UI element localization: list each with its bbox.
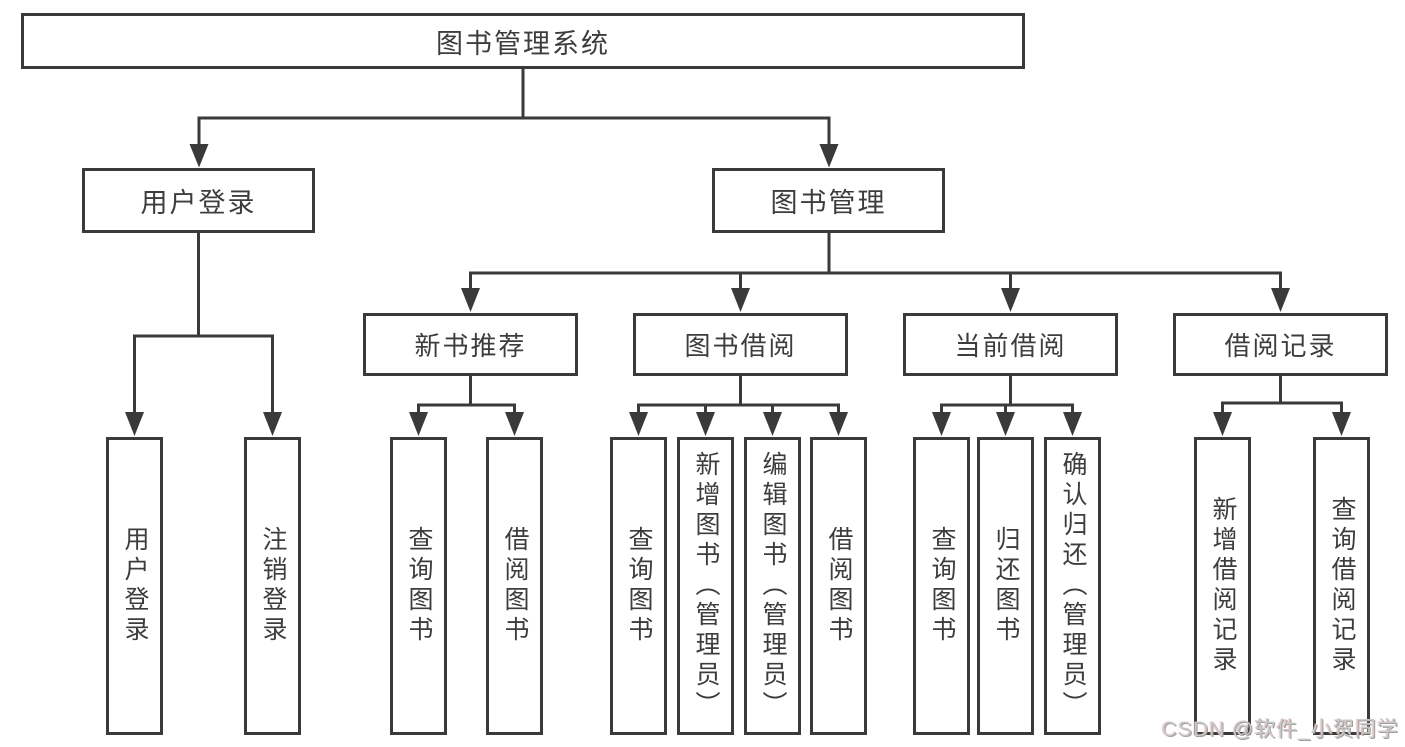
current-borrow-connector: [932, 375, 1082, 436]
node-leaf-borrow-book: 借阅图书: [810, 437, 867, 735]
arrow-down-icon: [1271, 288, 1290, 312]
node-leaf-logout: 注销登录: [244, 437, 301, 735]
node-borrow-record: 借阅记录: [1173, 313, 1388, 376]
arrow-down-icon: [409, 412, 428, 436]
arrow-down-icon: [505, 412, 524, 436]
arrow-down-icon: [125, 412, 144, 436]
node-new-book-recommend: 新书推荐: [363, 313, 578, 376]
arrow-down-icon: [829, 412, 848, 436]
node-leaf-search-book-borrow: 查询图书: [610, 437, 667, 735]
arrow-down-icon: [932, 412, 951, 436]
node-leaf-add-book-admin: 新增图书（管理员）: [677, 437, 734, 735]
node-leaf-search-book-recommend: 查询图书: [390, 437, 447, 735]
new-book-connector: [409, 375, 524, 436]
arrow-down-icon: [1063, 412, 1082, 436]
node-leaf-return-book: 归还图书: [977, 437, 1034, 735]
root-connector: [189, 68, 839, 168]
node-leaf-user-login: 用户登录: [106, 437, 163, 735]
node-book-management: 图书管理: [712, 168, 945, 233]
watermark: CSDN @软件_小贺同学: [1161, 718, 1399, 741]
book-management-connector: [461, 232, 1290, 312]
node-current-borrow: 当前借阅: [903, 313, 1118, 376]
borrow-record-connector: [1213, 375, 1351, 436]
user-login-connector: [125, 232, 282, 436]
arrow-down-icon: [731, 288, 750, 312]
arrow-down-icon: [263, 412, 282, 436]
arrow-down-icon: [629, 412, 648, 436]
arrow-down-icon: [1001, 288, 1020, 312]
arrow-down-icon: [696, 412, 715, 436]
arrow-down-icon: [819, 144, 839, 168]
arrow-down-icon: [996, 412, 1015, 436]
node-leaf-search-borrow-record: 查询借阅记录: [1313, 437, 1370, 735]
node-root: 图书管理系统: [21, 13, 1025, 69]
arrow-down-icon: [763, 412, 782, 436]
node-user-login: 用户登录: [82, 168, 315, 233]
node-leaf-confirm-return-admin: 确认归还（管理员）: [1044, 437, 1101, 735]
node-leaf-add-borrow-record: 新增借阅记录: [1194, 437, 1251, 735]
arrow-down-icon: [461, 288, 480, 312]
node-book-borrow: 图书借阅: [633, 313, 848, 376]
node-leaf-search-book-current: 查询图书: [913, 437, 970, 735]
arrow-down-icon: [189, 144, 209, 168]
arrow-down-icon: [1332, 412, 1351, 436]
node-leaf-borrow-book-recommend: 借阅图书: [486, 437, 543, 735]
arrow-down-icon: [1213, 412, 1232, 436]
node-leaf-edit-book-admin: 编辑图书（管理员）: [744, 437, 801, 735]
book-borrow-connector: [629, 375, 848, 436]
